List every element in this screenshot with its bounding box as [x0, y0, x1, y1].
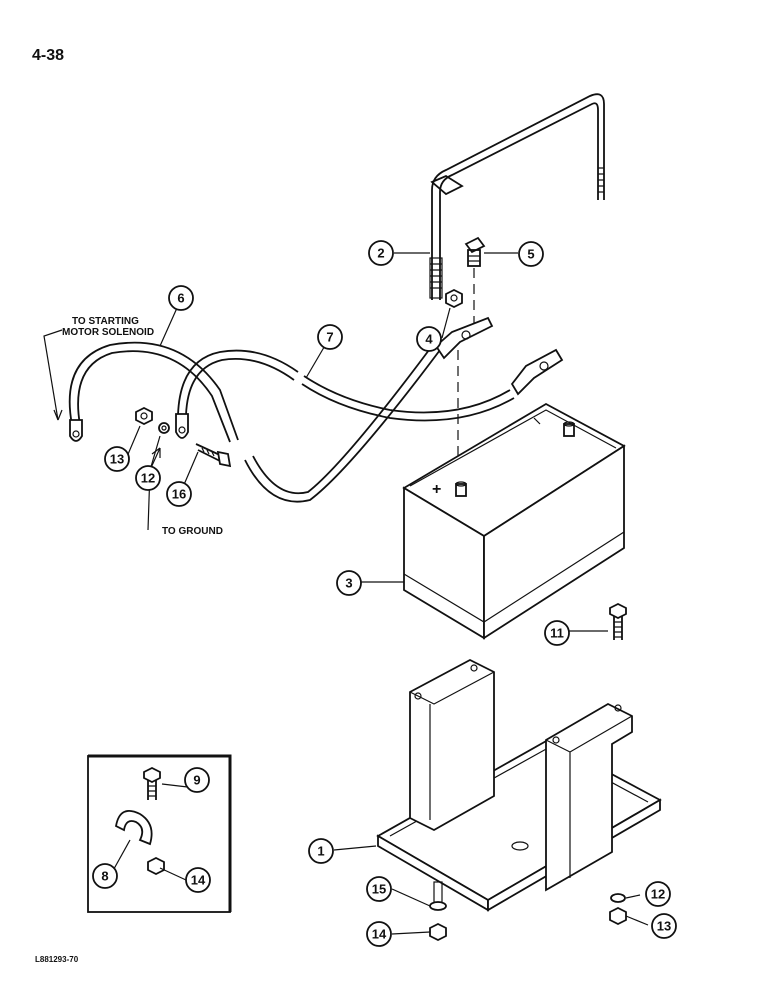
callout-3: 3	[336, 570, 362, 596]
callout-9: 9	[184, 767, 210, 793]
callout-14-tray: 14	[366, 921, 392, 947]
note-starting-line1: TO STARTING	[72, 316, 139, 327]
svg-text:4: 4	[425, 332, 433, 347]
callout-8: 8	[92, 863, 118, 889]
callout-13-upper: 13	[104, 446, 130, 472]
svg-text:2: 2	[377, 246, 384, 261]
bolt-16	[195, 443, 232, 468]
svg-text:9: 9	[193, 773, 200, 788]
positive-cable	[68, 341, 441, 503]
tray-nut-14	[429, 922, 447, 942]
svg-text:1: 1	[317, 844, 324, 859]
figure-code: L881293-70	[35, 955, 79, 964]
tray-nut-13	[609, 906, 627, 926]
callout-5: 5	[518, 241, 544, 267]
note-starting-line2: MOTOR SOLENOID	[62, 327, 154, 338]
ring-terminal-starter	[69, 419, 83, 442]
callout-1: 1	[308, 838, 334, 864]
svg-text:5: 5	[527, 247, 534, 262]
svg-text:12: 12	[141, 471, 155, 486]
callout-15: 15	[366, 876, 392, 902]
svg-text:8: 8	[101, 869, 108, 884]
hex-nut-13	[135, 406, 153, 426]
callout-16: 16	[166, 481, 192, 507]
negative-terminal-clamp	[510, 348, 564, 396]
battery: +	[402, 402, 626, 640]
clamp-inset-box	[87, 754, 232, 913]
tray-washer-12	[610, 893, 626, 903]
svg-text:15: 15	[372, 882, 386, 897]
svg-text:6: 6	[177, 291, 184, 306]
terminal-nut	[464, 236, 486, 267]
callout-6: 6	[168, 285, 194, 311]
callout-13-lower: 13	[651, 913, 677, 939]
svg-text:3: 3	[345, 576, 352, 591]
svg-text:13: 13	[657, 919, 671, 934]
svg-text:12: 12	[651, 887, 665, 902]
hex-nut-4	[445, 288, 463, 309]
svg-text:14: 14	[372, 927, 387, 942]
callout-4: 4	[416, 326, 442, 352]
bolt-11	[609, 602, 627, 640]
svg-text:7: 7	[326, 330, 333, 345]
lock-washer-12	[158, 422, 170, 434]
svg-text:13: 13	[110, 452, 124, 467]
callout-11: 11	[544, 620, 570, 646]
positive-terminal-clamp	[434, 316, 494, 360]
callout-2: 2	[368, 240, 394, 266]
callout-7: 7	[317, 324, 343, 350]
page-number: 4-38	[32, 47, 64, 64]
tray-washer-15	[429, 881, 447, 911]
svg-text:11: 11	[550, 626, 564, 641]
hold-down-bracket	[429, 93, 605, 300]
callout-12-lower: 12	[645, 881, 671, 907]
ring-terminal-ground	[175, 413, 189, 439]
svg-text:14: 14	[191, 873, 206, 888]
battery-tray	[376, 658, 662, 912]
callout-14-inset: 14	[185, 867, 211, 893]
svg-text:16: 16	[172, 487, 186, 502]
svg-text:+: +	[432, 481, 441, 498]
note-ground: TO GROUND	[162, 526, 223, 537]
ground-cable	[177, 349, 515, 422]
callout-12-upper: 12	[135, 465, 161, 491]
